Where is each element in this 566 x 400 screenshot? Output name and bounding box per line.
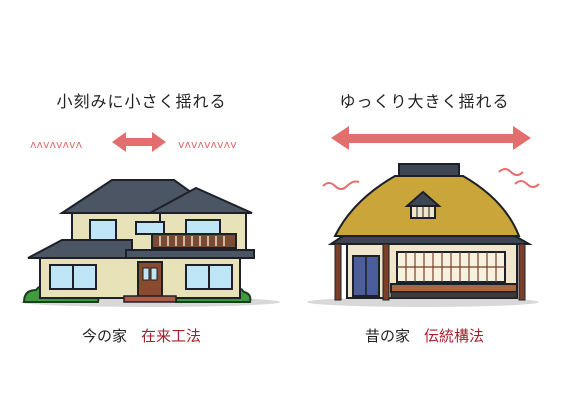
left-heading: 小刻みに小さく揺れる [56,92,227,111]
traditional-house-illustration [307,126,540,307]
right-method-label: 伝統構法 [424,327,485,345]
left-house-label: 今の家 [81,327,127,345]
right-caption: 昔の家伝統構法 [283,325,566,346]
modern-house-illustration: ʌʌvʌvʌvʌ vʌvʌvʌvʌv [20,132,280,307]
large-sway-arrow [331,126,531,150]
left-method-label: 在来工法 [141,327,202,345]
left-panel: 小刻みに小さく揺れる ʌʌvʌvʌvʌ vʌvʌvʌvʌv [0,92,283,346]
sway-wave-left [322,180,360,190]
right-heading: ゆっくり大きく揺れる [339,92,510,111]
small-shake-arrow [112,132,166,152]
sway-wave-right-top [498,168,524,176]
left-caption: 今の家在来工法 [0,325,283,346]
left-vibration-marks: ʌʌvʌvʌvʌ [30,138,83,151]
right-house-label: 昔の家 [364,327,410,345]
front-door [137,261,163,299]
sway-wave-right-bottom [514,180,540,188]
right-vibration-marks: vʌvʌvʌvʌv [178,138,237,151]
right-panel: ゆっくり大きく揺れる [283,0,566,400]
